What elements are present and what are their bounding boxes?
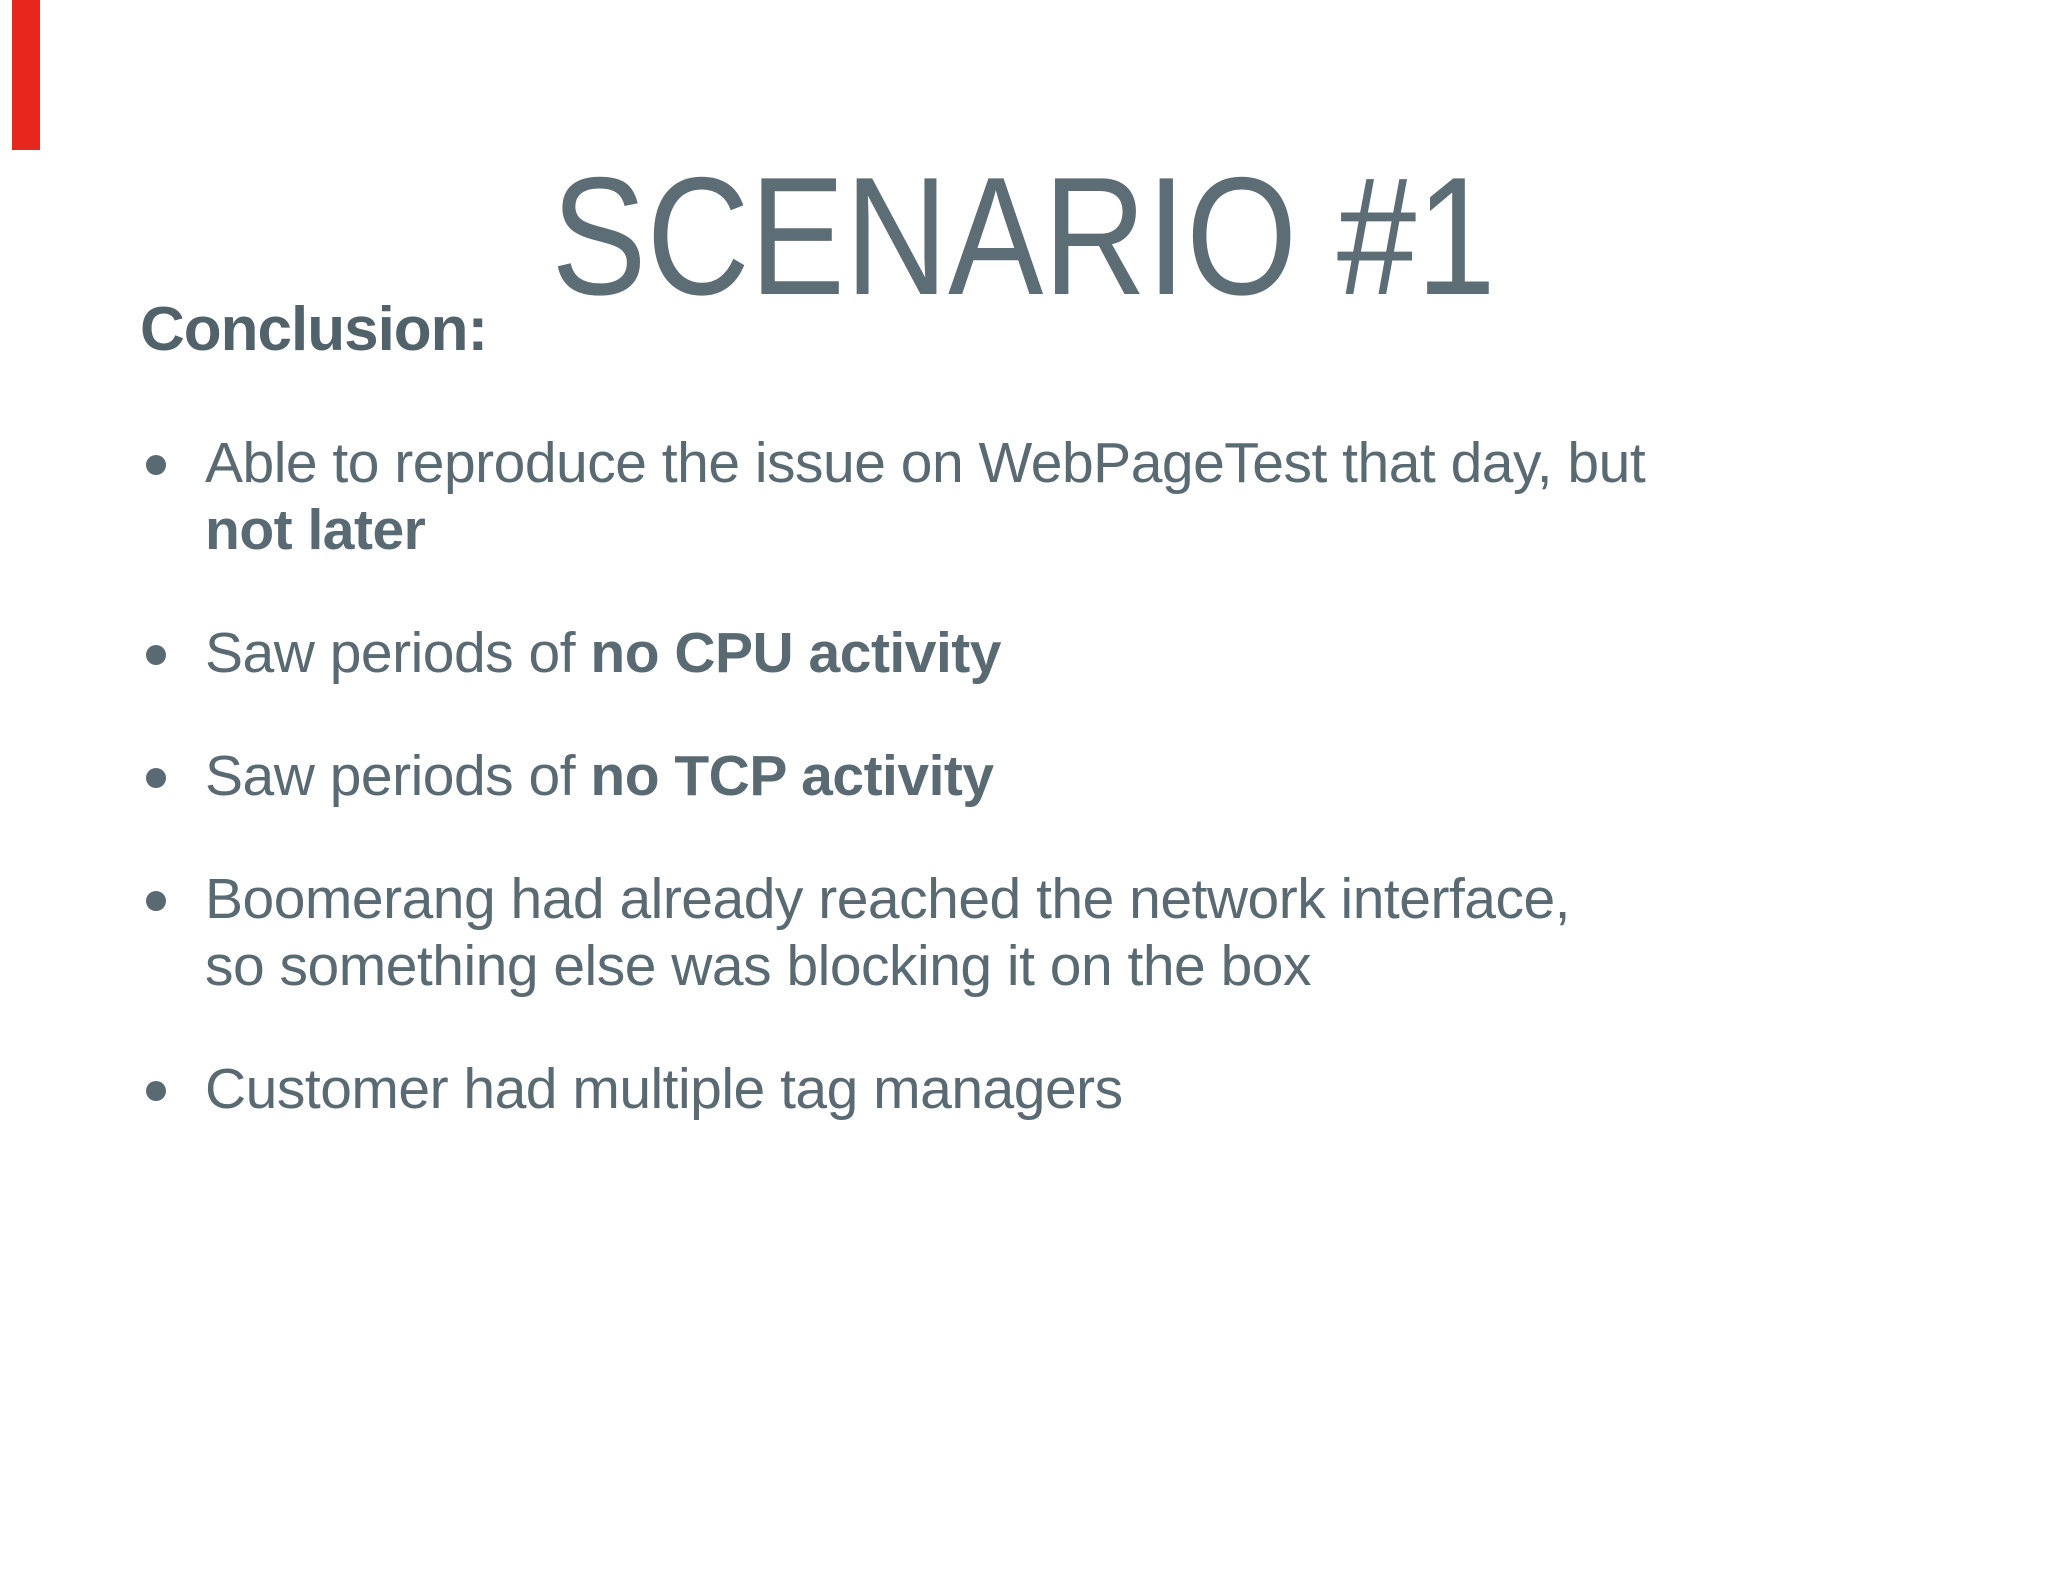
bullet-line: not later (205, 497, 1998, 564)
conclusion-heading: Conclusion: (140, 295, 488, 364)
bullet-line: Boomerang had already reached the networ… (205, 866, 1998, 933)
bullet-text-segment: so something else was blocking it on the… (205, 934, 1311, 998)
bullet-text-segment: Customer had multiple tag managers (205, 1057, 1123, 1121)
bullet-line: Customer had multiple tag managers (205, 1056, 1998, 1123)
red-corner-mark (12, 0, 40, 150)
bullet-item: Able to reproduce the issue on WebPageTe… (146, 430, 1998, 564)
slide-title: SCENARIO #1 (0, 140, 2048, 333)
bullet-text-segment: Saw periods of (205, 744, 591, 808)
bullet-line: Saw periods of no CPU activity (205, 620, 1998, 687)
bullet-text-segment: not later (205, 498, 426, 562)
bullet-text-segment: Saw periods of (205, 621, 591, 685)
bullet-item: Saw periods of no CPU activity (146, 620, 1998, 687)
bullet-item: Customer had multiple tag managers (146, 1056, 1998, 1123)
bullet-text-segment: no CPU activity (590, 621, 1001, 685)
bullet-item: Saw periods of no TCP activity (146, 743, 1998, 810)
bullet-text-segment: Able to reproduce the issue on WebPageTe… (205, 431, 1646, 495)
bullet-line: so something else was blocking it on the… (205, 933, 1998, 1000)
bullet-line: Saw periods of no TCP activity (205, 743, 1998, 810)
bullet-item: Boomerang had already reached the networ… (146, 866, 1998, 1000)
slide-title-text: SCENARIO #1 (551, 142, 1497, 330)
bullet-text-segment: no TCP activity (590, 744, 994, 808)
bullet-line: Able to reproduce the issue on WebPageTe… (205, 430, 1998, 497)
bullet-list: Able to reproduce the issue on WebPageTe… (146, 430, 1998, 1179)
bullet-text-segment: Boomerang had already reached the networ… (205, 867, 1571, 931)
